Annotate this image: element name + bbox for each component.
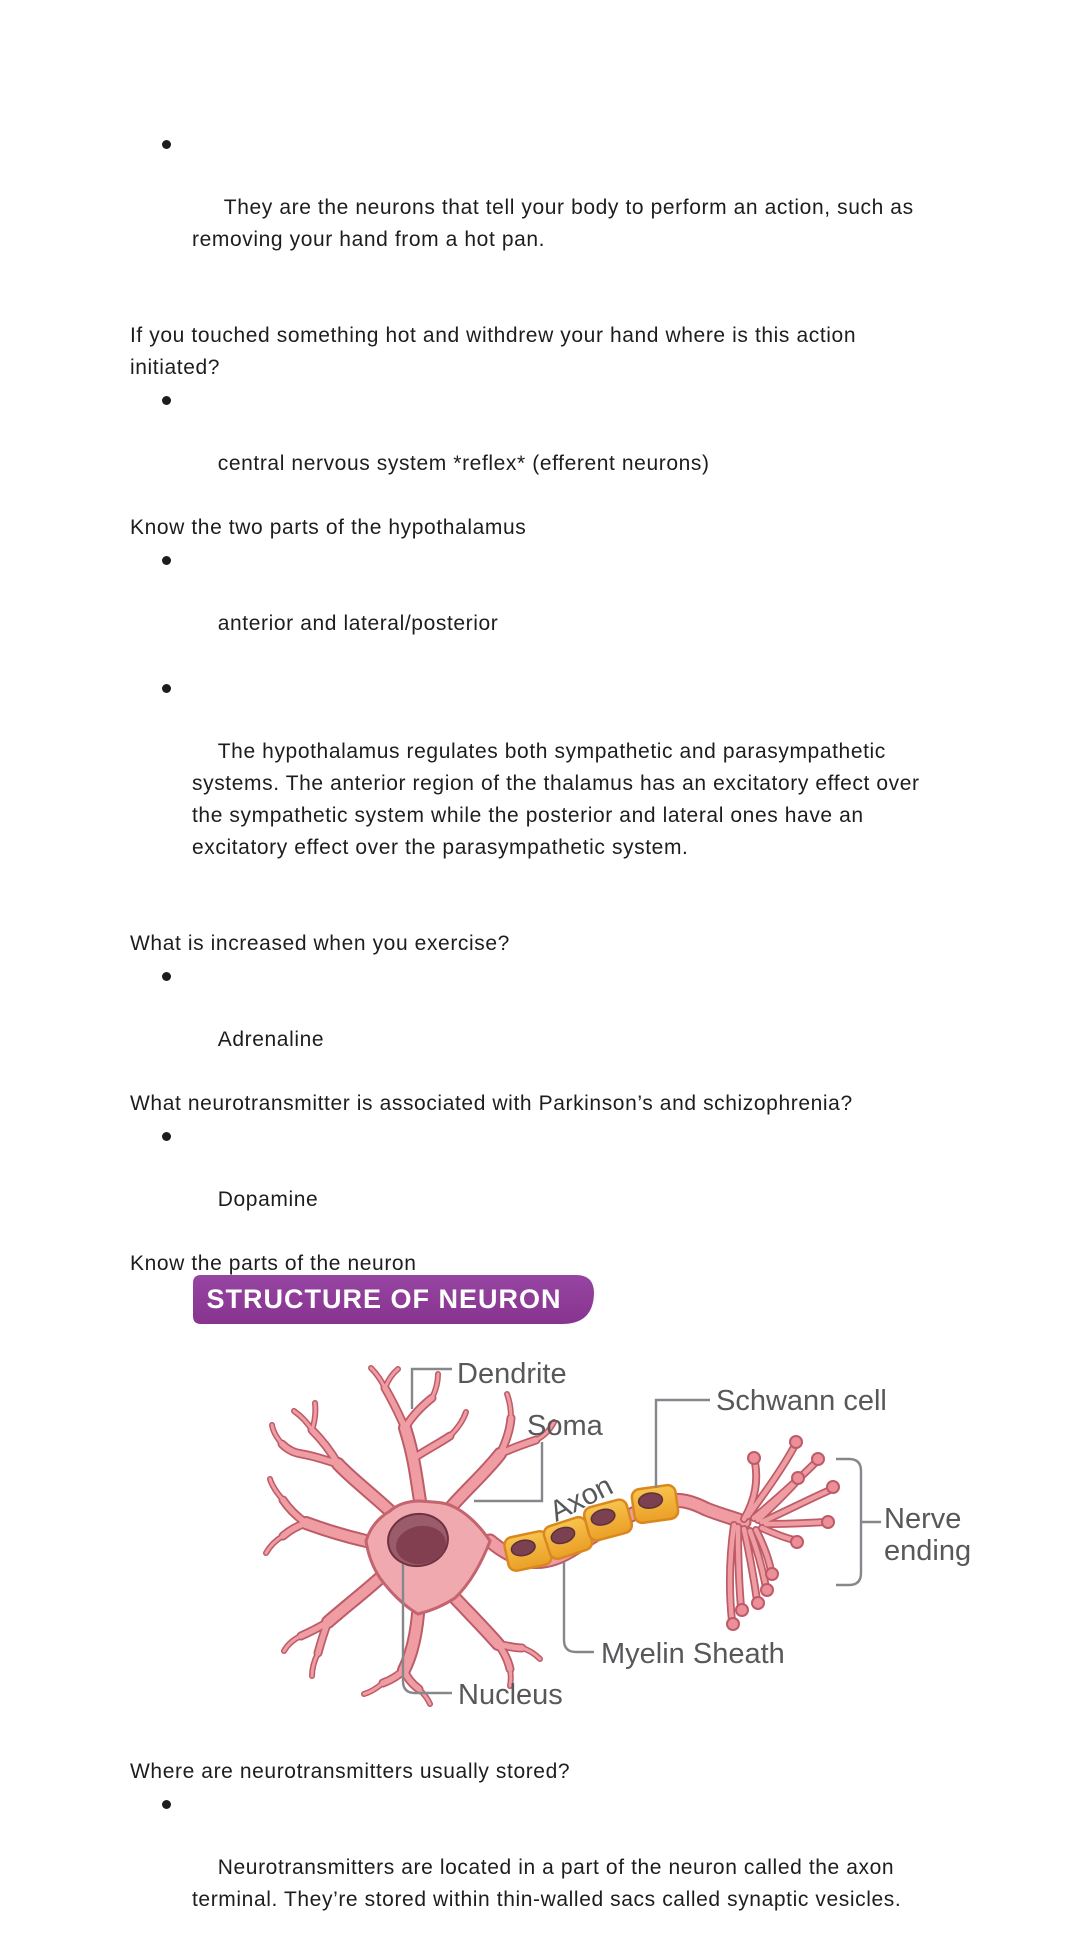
bullet-text: They are the neurons that tell your body… xyxy=(192,196,914,251)
bullet-icon xyxy=(162,684,171,693)
dendrite-label-line xyxy=(410,1367,452,1409)
nerve-endings xyxy=(725,1435,840,1631)
bullet-icon xyxy=(162,140,171,149)
schwann-label-line xyxy=(654,1398,710,1488)
bullet-text: anterior and lateral/posterior xyxy=(217,612,499,635)
diagram-title-banner xyxy=(193,1275,594,1324)
paragraph-spacer xyxy=(130,896,950,928)
diagram-title: STRUCTURE OF NEURON xyxy=(207,1284,562,1314)
bullet-item: central nervous system *reflex* (efferen… xyxy=(130,384,950,512)
bullet-icon xyxy=(162,556,171,565)
paragraph-spacer xyxy=(130,288,950,320)
paragraph: If you touched something hot and withdre… xyxy=(130,324,857,379)
label-schwann-cell: Schwann cell xyxy=(716,1385,887,1417)
bullet-item: Adrenaline xyxy=(130,960,950,1088)
label-myelin-sheath: Myelin Sheath xyxy=(601,1638,785,1670)
paragraph: Where are neurotransmitters usually stor… xyxy=(130,1760,571,1783)
bullet-icon xyxy=(162,972,171,981)
bullet-item: anterior and lateral/posterior xyxy=(130,544,950,672)
label-nerve-ending-line1: Nerve xyxy=(884,1503,961,1535)
myelin-label-line xyxy=(562,1562,594,1654)
label-soma: Soma xyxy=(527,1410,604,1442)
bullet-item: The hypothalamus regulates both sympathe… xyxy=(130,672,950,896)
paragraph: Know the parts of the neuron xyxy=(130,1252,417,1275)
bullet-text: Dopamine xyxy=(217,1188,319,1211)
bullet-text: Adrenaline xyxy=(217,1028,325,1051)
neuron-diagram: STRUCTURE OF NEURON xyxy=(0,1274,1080,1756)
paragraph: What neurotransmitter is associated with… xyxy=(130,1092,853,1115)
label-nerve-ending-line2: ending xyxy=(884,1535,971,1567)
document-page: { "document": { "blocks": [ {"text": " T… xyxy=(130,140,972,1911)
bullet-icon xyxy=(162,396,171,405)
bullet-item: Neurotransmitters are located in a part … xyxy=(130,1788,950,1948)
label-nucleus: Nucleus xyxy=(458,1679,563,1711)
bullet-item: They are the neurons that tell your body… xyxy=(130,128,950,288)
bullet-text: The hypothalamus regulates both sympathe… xyxy=(192,740,920,859)
paragraph: What is increased when you exercise? xyxy=(130,932,510,955)
paragraph: Know the two parts of the hypothalamus xyxy=(130,516,527,539)
bullet-text: Neurotransmitters are located in a part … xyxy=(192,1856,902,1911)
bullet-text: central nervous system *reflex* (efferen… xyxy=(217,452,710,475)
nerve-ending-bracket xyxy=(836,1457,881,1587)
bullet-item: Dopamine xyxy=(130,1120,950,1248)
bullet-icon xyxy=(162,1800,171,1809)
label-dendrite: Dendrite xyxy=(457,1358,567,1390)
bullet-icon xyxy=(162,1132,171,1141)
